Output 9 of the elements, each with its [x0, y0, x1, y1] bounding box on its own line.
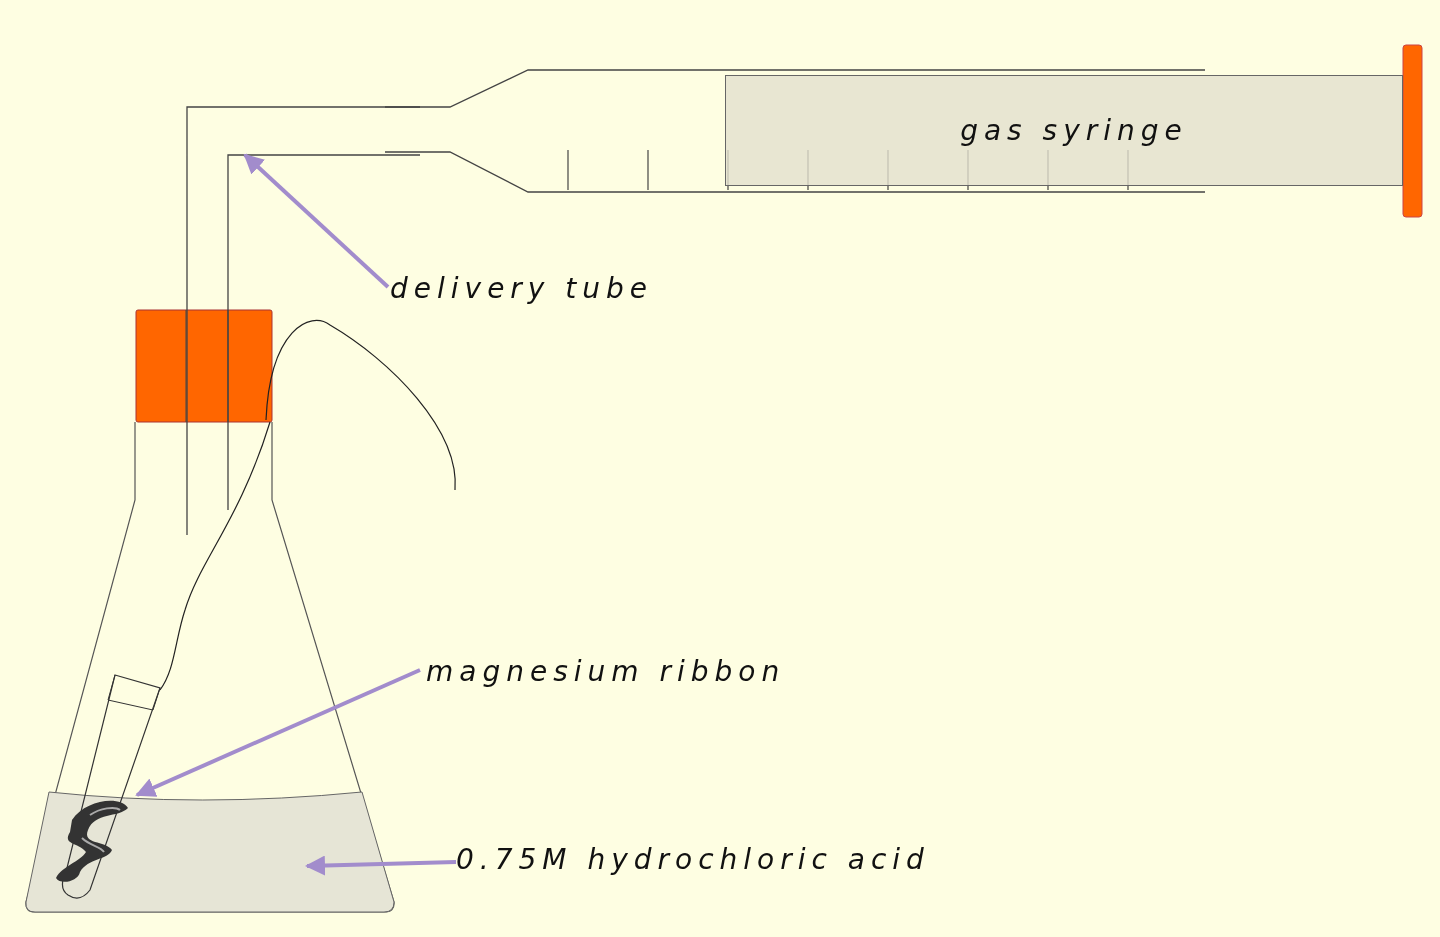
leader-arrow: [305, 855, 457, 876]
syringe-plunger: [725, 75, 1403, 186]
part-label: 0.75M hydrochloric acid: [456, 842, 930, 878]
syringe-label: gas syringe: [960, 114, 1188, 147]
acid-liquid: [25, 791, 395, 913]
leader-arrow: [243, 153, 390, 289]
part-label: magnesium ribbon: [426, 654, 786, 690]
leader-arrow: [135, 668, 421, 797]
part-label: delivery tube: [390, 271, 654, 307]
